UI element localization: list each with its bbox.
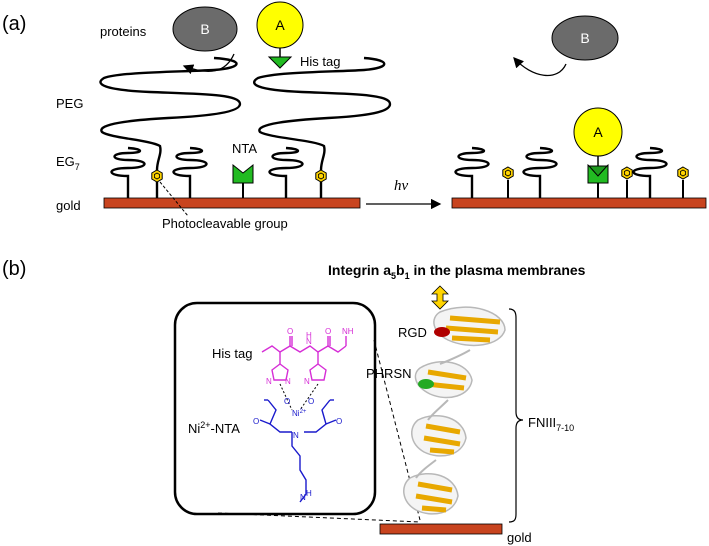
panel-a-label: (a) <box>2 13 26 35</box>
photocleavable-pointer <box>159 181 189 217</box>
protein-a-bound <box>573 107 623 157</box>
peg-chain <box>253 56 392 198</box>
his-tag-structure <box>261 336 347 381</box>
rgd-label: RGD <box>398 325 427 340</box>
photocleavable-group <box>315 169 327 183</box>
eg7-chain <box>172 146 208 200</box>
his-nh: NH <box>342 327 354 336</box>
photocleavable-group <box>621 166 633 180</box>
protein-b <box>172 6 238 52</box>
eg7-label: EG7 <box>56 154 80 172</box>
eg7-chain <box>522 146 558 200</box>
panel-b: (b) Integrin a5b1 in the plasma membrane… <box>2 258 586 545</box>
gold-surface-left <box>103 197 361 209</box>
his-o: O <box>287 327 293 336</box>
protein-a-label: A <box>275 17 285 33</box>
protein-b-released <box>551 15 619 61</box>
eg7-chain <box>454 146 490 200</box>
his-tag-triangle <box>267 56 293 69</box>
membrane-double-arrow <box>431 285 449 310</box>
fniii-bracket <box>508 308 524 523</box>
photocleavable-label: Photocleavable group <box>162 216 288 231</box>
protein-b-label: B <box>200 21 209 37</box>
ni-nta-label: Ni2+-NTA <box>188 420 240 436</box>
his-tag-label: His tag <box>300 54 340 69</box>
gold-label-a: gold <box>56 198 81 213</box>
ni-center-label: Ni2+ <box>292 409 307 418</box>
peg-chain <box>99 56 242 198</box>
his-n: N <box>306 337 312 346</box>
nta-o: O <box>253 417 259 426</box>
nta-nh: N <box>300 493 306 502</box>
eg7-chain <box>268 146 304 200</box>
fniii-label: FNIII7-10 <box>528 415 574 433</box>
protein-a-right-label: A <box>593 124 603 140</box>
fniii-structure <box>403 306 506 515</box>
gold-label-b: gold <box>507 530 532 545</box>
release-arrow-right <box>513 57 567 77</box>
proteins-label: proteins <box>100 24 147 39</box>
his-n: N <box>266 377 272 386</box>
photocleavable-group <box>502 166 514 180</box>
nta-structure <box>259 399 337 503</box>
integrin-title: Integrin a5b1 in the plasma membranes <box>328 262 586 281</box>
rgd-motif <box>434 327 450 337</box>
zoom-line <box>217 512 421 523</box>
photocleavable-group <box>151 169 163 183</box>
protein-b-right-label: B <box>580 30 589 46</box>
his-tag-label-b: His tag <box>212 346 252 361</box>
photocleavable-group <box>677 166 689 180</box>
hv-label: hν <box>394 178 409 194</box>
eg7-chain <box>110 146 146 200</box>
panel-a: (a) proteins B A His tag PEG EG7 gold NT… <box>2 1 707 231</box>
his-n: N <box>285 377 291 386</box>
nta-label: NTA <box>232 141 257 156</box>
panel-b-label: (b) <box>2 258 26 280</box>
nta-o: O <box>284 397 290 406</box>
nta-h: H <box>306 489 312 498</box>
coordination-bond <box>279 383 293 411</box>
his-n: N <box>304 377 310 386</box>
coordination-bond <box>299 383 319 411</box>
his-o: O <box>325 327 331 336</box>
nta-o: O <box>336 417 342 426</box>
phrsn-motif <box>418 379 434 389</box>
phrsn-label: PHRSN <box>366 366 412 381</box>
peg-label: PEG <box>56 96 83 111</box>
gold-surface-b <box>379 523 503 535</box>
his-h: H <box>306 331 312 340</box>
nta-n: N <box>293 431 299 440</box>
nta-group <box>232 163 254 184</box>
nta-o: O <box>308 397 314 406</box>
gold-surface-right <box>451 197 707 209</box>
eg7-chain <box>632 146 668 200</box>
